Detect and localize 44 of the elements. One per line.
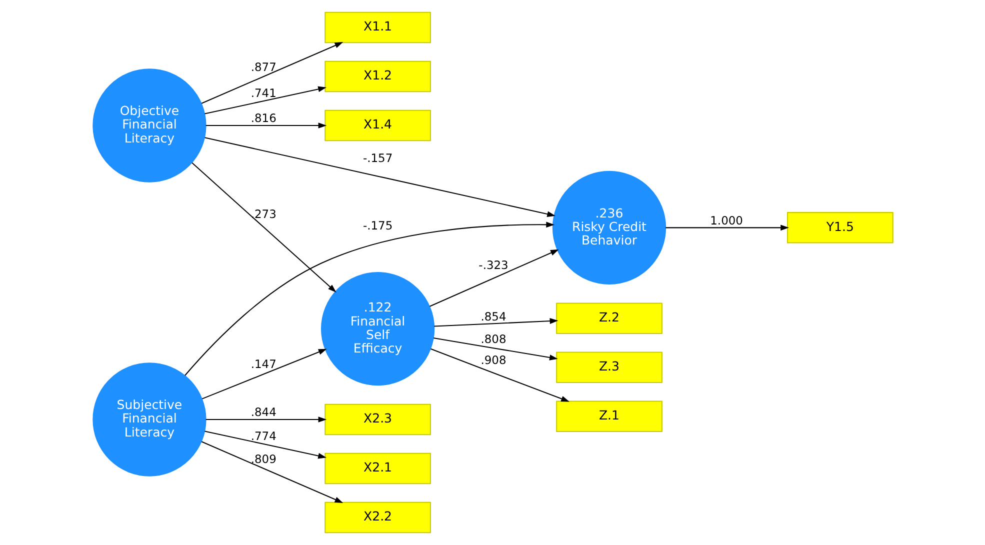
arrow [665, 224, 788, 231]
node-box: Z.1 [556, 400, 662, 432]
edge-label: .273 [250, 207, 276, 222]
arrow [432, 337, 558, 360]
edge-label: -.157 [362, 150, 392, 165]
edge-label: .908 [480, 353, 506, 368]
edge-label: .741 [250, 86, 276, 100]
arrow [205, 122, 326, 128]
edge-label: .844 [250, 405, 276, 420]
edge-label: .854 [480, 309, 506, 324]
edge-label: .809 [250, 452, 276, 466]
node-circle: Subjective Financial Literacy [92, 362, 206, 476]
arrow [434, 318, 558, 327]
node-box: X1.2 [324, 60, 430, 92]
node-box: X1.4 [324, 110, 430, 142]
arrow [204, 137, 556, 217]
arrow [204, 430, 326, 459]
node-box: X2.2 [324, 502, 430, 534]
edge-label: .808 [480, 332, 506, 346]
arrow [430, 348, 569, 402]
edge-label: -.323 [478, 258, 508, 272]
node-box: Z.3 [556, 352, 662, 384]
node-circle: .236 Risky Credit Behavior [552, 170, 666, 284]
edge-label: -.175 [362, 218, 392, 233]
arrow [184, 222, 554, 376]
arrow [204, 86, 326, 114]
node-box: Z.2 [556, 302, 662, 334]
edge-label: .147 [250, 357, 276, 372]
node-circle: Objective Financial Literacy [92, 68, 206, 182]
node-box: X2.3 [324, 404, 430, 436]
arrow [201, 348, 326, 400]
arrow [200, 441, 343, 503]
arrow [200, 42, 343, 104]
node-box: X1.1 [324, 12, 430, 44]
edge-label: .877 [250, 60, 276, 74]
node-circle: .122 Financial Self Efficacy [320, 272, 434, 386]
node-box: X2.1 [324, 452, 430, 484]
edge-label: .816 [250, 111, 276, 126]
arrow [429, 249, 558, 307]
node-box: Y1.5 [786, 212, 893, 244]
arrow [191, 162, 336, 292]
edge-label: .774 [250, 429, 276, 444]
edge-label: 1.000 [710, 213, 742, 228]
arrow [205, 416, 326, 422]
